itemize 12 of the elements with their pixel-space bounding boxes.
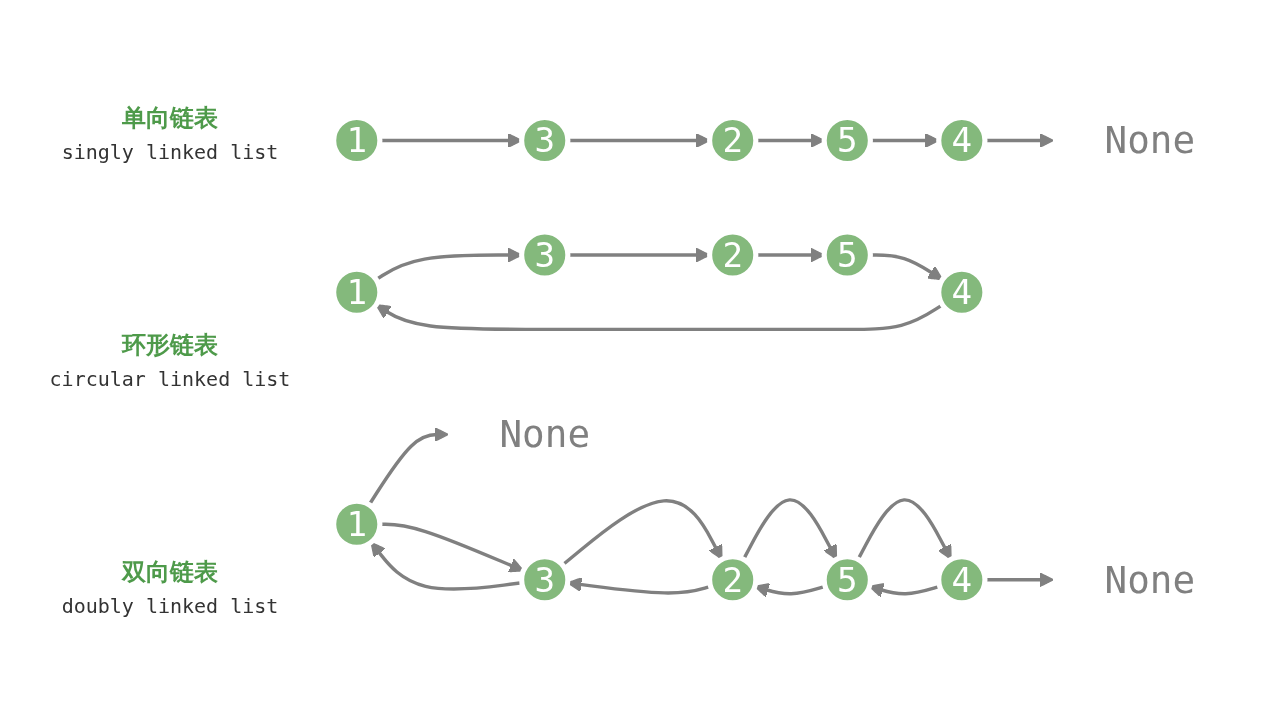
arrow xyxy=(856,498,952,560)
list-subtitle: singly linked list xyxy=(60,140,280,165)
node-text: None xyxy=(499,413,591,456)
arrow xyxy=(367,426,449,506)
list-subtitle: doubly linked list xyxy=(60,593,280,618)
node-text: None xyxy=(1104,558,1196,601)
list-heading: 双向链表 xyxy=(120,556,219,588)
list-heading: 单向链表 xyxy=(121,103,219,135)
node-text: None xyxy=(1104,119,1196,162)
arrow xyxy=(870,253,944,281)
list-heading: 环形链表 xyxy=(120,330,219,361)
list-subtitle: circular linked list xyxy=(48,367,292,391)
